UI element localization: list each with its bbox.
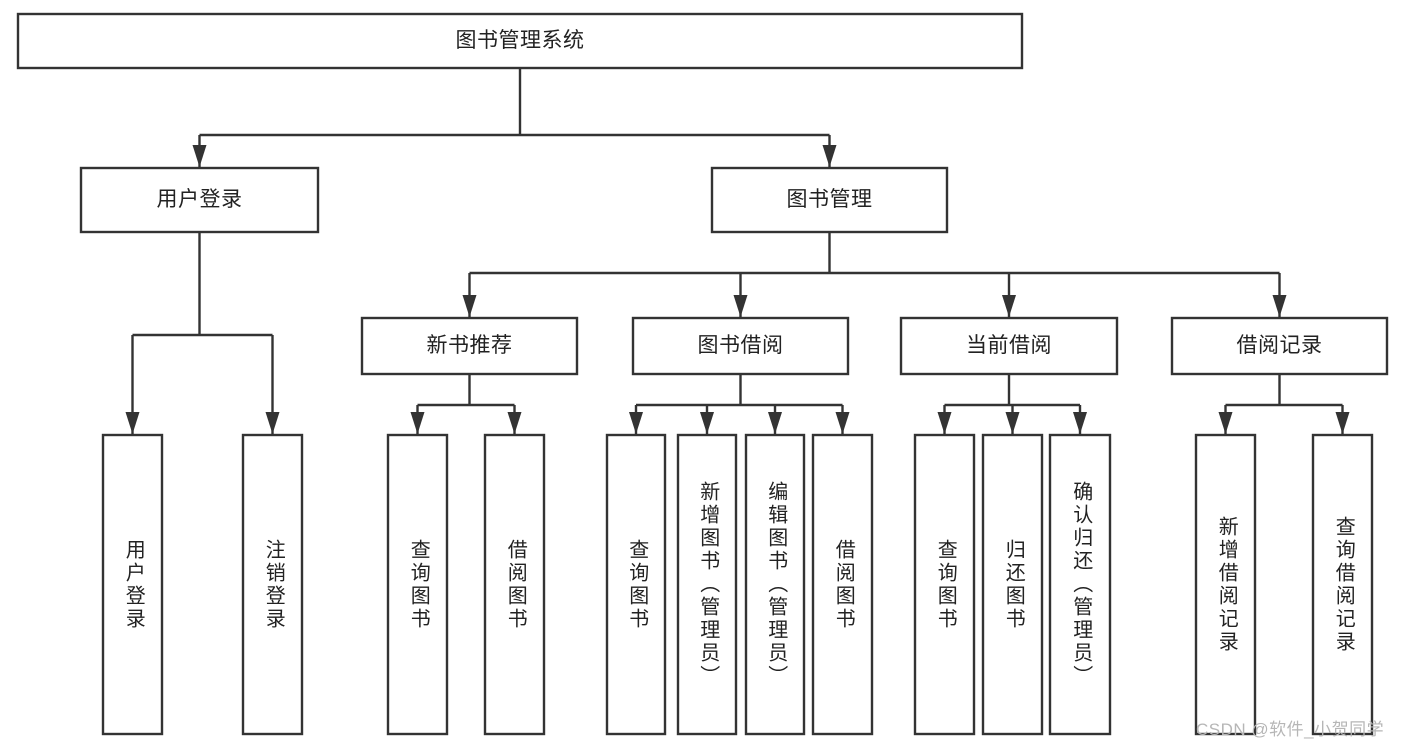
- node-box-root[interactable]: [16, 12, 1024, 70]
- watermark: CSDN @软件_小贺同学: [1196, 720, 1385, 739]
- arrow-head-icon: [507, 412, 522, 434]
- arrow-head-icon: [125, 412, 140, 434]
- node-box-l4-d3[interactable]: [1048, 433, 1112, 736]
- edges-layer: [125, 68, 1350, 434]
- arrow-head-icon: [410, 412, 425, 434]
- node-box-l3-borrow[interactable]: [631, 316, 850, 376]
- node-box-l4-b1[interactable]: [386, 433, 449, 736]
- arrow-head-icon: [733, 295, 748, 317]
- node-box-l4-d1[interactable]: [913, 433, 976, 736]
- node-box-l4-b2[interactable]: [483, 433, 546, 736]
- node-box-l4-c1[interactable]: [605, 433, 667, 736]
- arrow-head-icon: [192, 145, 207, 167]
- arrow-head-icon: [822, 145, 837, 167]
- node-box-l4-c3[interactable]: [744, 433, 806, 736]
- arrow-head-icon: [1272, 295, 1287, 317]
- arrow-head-icon: [700, 412, 714, 434]
- node-box-l4-a2[interactable]: [241, 433, 304, 736]
- node-box-l4-a1[interactable]: [101, 433, 164, 736]
- node-box-l2-login[interactable]: [79, 166, 320, 234]
- node-box-l3-new[interactable]: [360, 316, 579, 376]
- arrow-head-icon: [1218, 412, 1233, 434]
- arrow-head-icon: [265, 412, 280, 434]
- arrow-head-icon: [1073, 412, 1087, 434]
- arrow-head-icon: [629, 412, 643, 434]
- arrow-head-icon: [1005, 412, 1020, 434]
- node-box-l3-record[interactable]: [1170, 316, 1389, 376]
- arrow-head-icon: [768, 412, 782, 434]
- node-box-l2-book[interactable]: [710, 166, 949, 234]
- boxes-layer: [16, 12, 1389, 736]
- node-box-l3-current[interactable]: [899, 316, 1119, 376]
- arrow-head-icon: [835, 412, 850, 434]
- arrow-head-icon: [937, 412, 952, 434]
- arrow-head-icon: [1335, 412, 1350, 434]
- node-box-l4-c4[interactable]: [811, 433, 874, 736]
- arrow-head-icon: [462, 295, 477, 317]
- arrow-head-icon: [1002, 295, 1016, 317]
- node-box-l4-d2[interactable]: [981, 433, 1044, 736]
- node-box-l4-e2[interactable]: [1311, 433, 1374, 736]
- node-box-l4-c2[interactable]: [676, 433, 738, 736]
- node-box-l4-e1[interactable]: [1194, 433, 1257, 736]
